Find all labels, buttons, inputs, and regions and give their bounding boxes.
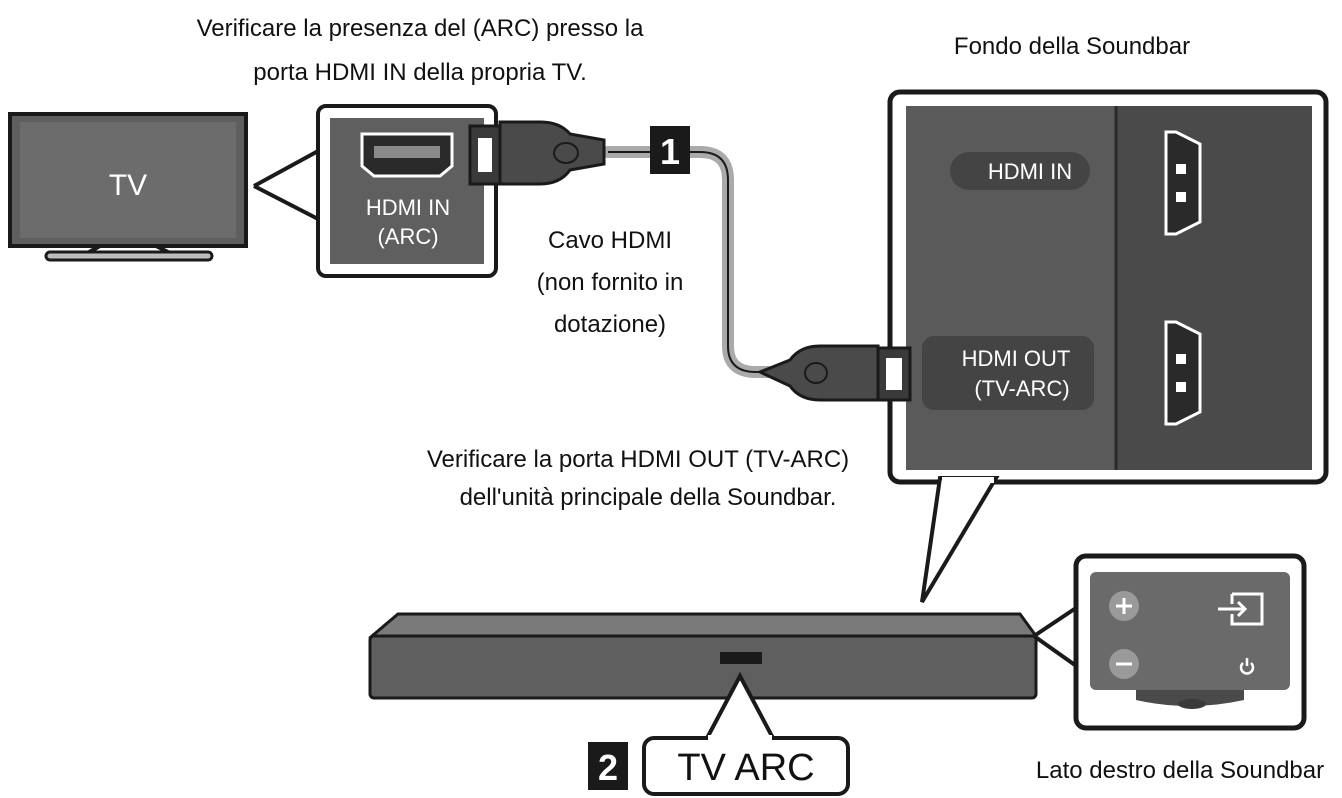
tv-port-zoom-panel: HDMI IN (ARC) (316, 104, 498, 278)
soundbar-check-caption-line2: dell'unità principale della Soundbar. (460, 484, 837, 511)
soundbar-hdmi-out-label-line1: HDMI OUT (962, 346, 1071, 371)
tv-arc-display-box: TV ARC (642, 735, 850, 796)
tv-illustration: TV (8, 112, 248, 262)
tv-hdmi-port-icon (360, 132, 454, 178)
soundbar-side-panel (1073, 553, 1307, 731)
tv-arc-label: TV ARC (677, 747, 814, 789)
soundbar-bottom-caption: Fondo della Soundbar (954, 33, 1190, 60)
plus-icon (1116, 598, 1132, 614)
source-input-icon (1230, 592, 1264, 626)
cable-caption-line2: (non fornito in (537, 269, 684, 296)
power-icon (1239, 662, 1255, 675)
tv-port-label-line2: (ARC) (377, 224, 438, 249)
soundbar-hdmi-in-port-icon (1164, 130, 1202, 236)
volume-up-button[interactable] (1109, 591, 1139, 621)
tv-check-caption-line2: porta HDMI IN della propria TV. (253, 59, 586, 86)
soundbar-illustration (367, 612, 1039, 700)
step-2-badge: 2 (588, 742, 628, 790)
soundbar-hdmi-out-label-line2: (TV-ARC) (974, 376, 1069, 401)
power-button[interactable] (1239, 658, 1255, 675)
step-1-badge: 1 (650, 126, 690, 174)
hdmi-cable (602, 146, 794, 378)
soundbar-check-caption-line1: Verificare la porta HDMI OUT (TV-ARC) (427, 446, 849, 473)
display-callout (704, 671, 776, 741)
soundbar-display (720, 652, 762, 664)
step-1-number: 1 (660, 131, 680, 172)
soundbar-hdmi-out-port-icon (1164, 320, 1202, 426)
tv-check-caption-line1: Verificare la presenza del (ARC) presso … (197, 15, 645, 42)
cable-caption-line3: dotazione) (554, 311, 666, 338)
soundbar-right-side-caption: Lato destro della Soundbar (1036, 757, 1324, 784)
tv-port-label-line1: HDMI IN (366, 195, 450, 220)
tv-label: TV (109, 169, 147, 202)
soundbar-port-zoom-panel: HDMI IN HDMI OUT (TV-ARC) (887, 89, 1329, 485)
hdmi-plug-tv-side (468, 120, 606, 186)
volume-down-button[interactable] (1109, 649, 1139, 679)
cable-caption-line1: Cavo HDMI (548, 227, 672, 254)
soundbar-hdmi-in-label: HDMI IN (988, 159, 1072, 184)
step-2-number: 2 (598, 747, 618, 788)
tv-callout (253, 146, 322, 224)
hdmi-plug-soundbar-side (756, 344, 912, 402)
soundbar-bottom-callout (920, 476, 1000, 604)
source-button[interactable] (1218, 592, 1264, 626)
